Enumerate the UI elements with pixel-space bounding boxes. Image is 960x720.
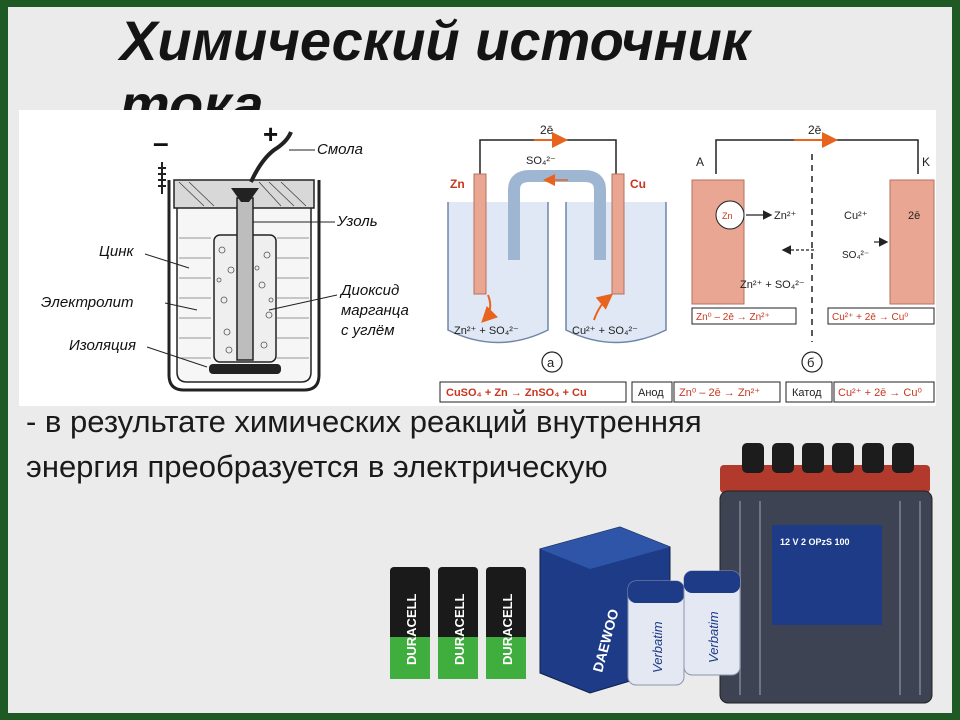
zn-ion-circle bbox=[715, 200, 745, 230]
label-b-circle bbox=[801, 351, 823, 373]
verbatim-text-2: Verbatim bbox=[706, 611, 721, 663]
electrons-b: 2ē bbox=[808, 123, 822, 137]
zn-ion-inner: Zn bbox=[722, 211, 733, 221]
duracell-cell-3 bbox=[486, 567, 526, 679]
sulfate-ion: SO₄²⁻ bbox=[842, 250, 869, 261]
label-dioxide-1: Диоксид bbox=[339, 282, 399, 299]
two-e-right: 2ē bbox=[908, 210, 920, 222]
zn-ion: Zn²⁺ bbox=[774, 210, 797, 222]
zn-label: Zn bbox=[450, 177, 465, 191]
rod-cap bbox=[231, 188, 259, 202]
body-line-1: - в результате химических реакций внутре… bbox=[26, 404, 702, 439]
batteries-photo: 12 V 2 OPzS 100 DURACELL DURACELL DURACE… bbox=[390, 443, 933, 704]
cu-label: Cu bbox=[630, 177, 646, 191]
verbatim-text-1: Verbatim bbox=[650, 621, 665, 673]
anode-eq: Zn⁰ – 2ē → Zn²⁺ bbox=[679, 387, 760, 399]
label-a-circle bbox=[541, 351, 563, 373]
cu-reaction: Cu²⁺ + SO₄²⁻ bbox=[572, 325, 638, 337]
anode-eq-box bbox=[691, 307, 797, 325]
battery-caps bbox=[742, 443, 914, 473]
battery-label-text: 12 V 2 OPzS 100 bbox=[780, 537, 850, 547]
label-b: б bbox=[807, 355, 814, 370]
cathode-label: Катод bbox=[792, 387, 822, 399]
cu-ion: Cu²⁺ bbox=[844, 210, 868, 222]
cathode-mark: K bbox=[922, 155, 930, 169]
slide: Химический источник тока bbox=[8, 7, 952, 713]
label-dioxide-3: с углём bbox=[341, 322, 394, 339]
label-a: а bbox=[547, 355, 555, 370]
wire-b bbox=[715, 139, 919, 174]
duracell-text-1: DURACELL bbox=[404, 593, 419, 665]
cell-can bbox=[167, 180, 321, 392]
dry-cell-svg: – + Смола Узоль Цинк Электролит Диоксид … bbox=[41, 119, 409, 392]
copper-electrode bbox=[611, 173, 625, 295]
anode-eq-box-text: Zn⁰ – 2ē → Zn²⁺ bbox=[696, 312, 770, 323]
duracell-text-3: DURACELL bbox=[500, 593, 515, 665]
electrons-a: 2ē bbox=[540, 123, 554, 137]
cathode-eq-box bbox=[827, 307, 935, 325]
cathode-eq-box-text: Cu²⁺ + 2ē → Cu⁰ bbox=[832, 312, 908, 323]
body-line-2: энергия преобразуется в электрическую bbox=[26, 449, 608, 484]
leader-lines bbox=[144, 149, 338, 368]
duracell-cell-2 bbox=[438, 567, 478, 679]
anode-mark: A bbox=[696, 155, 704, 169]
minus-terminal-wire bbox=[158, 162, 166, 194]
sulfate-bridge: SO₄²⁻ bbox=[526, 155, 556, 167]
middle-ions: Zn²⁺ + SO₄²⁻ bbox=[740, 279, 805, 291]
label-resin: Смола bbox=[317, 141, 363, 158]
duracell-cell-1 bbox=[390, 567, 430, 679]
beaker-left bbox=[447, 202, 549, 344]
duracell-text-2: DURACELL bbox=[452, 593, 467, 665]
anode-plate bbox=[691, 179, 745, 305]
verbatim-cell-2 bbox=[683, 570, 741, 676]
minus-terminal-label: – bbox=[153, 127, 169, 158]
overall-eq: CuSO₄ + Zn → ZnSO₄ + Cu bbox=[446, 387, 587, 399]
battery-blue-label bbox=[772, 525, 882, 625]
label-carbon: Узоль bbox=[336, 213, 378, 230]
label-zinc: Цинк bbox=[99, 243, 135, 260]
plus-terminal-label: + bbox=[263, 119, 278, 149]
overall-eq-box bbox=[439, 381, 627, 403]
slide-title: Химический источник тока bbox=[120, 9, 751, 136]
zinc-electrode bbox=[473, 173, 487, 295]
cathode-eq: Cu²⁺ + 2ē → Cu⁰ bbox=[838, 387, 922, 399]
insulation-bottom bbox=[209, 364, 281, 374]
electrolyte-lines bbox=[179, 237, 309, 359]
zn-reaction: Zn²⁺ + SO₄²⁻ bbox=[454, 325, 519, 337]
label-dioxide-2: марганца bbox=[341, 302, 409, 319]
label-electrolyte: Электролит bbox=[41, 294, 133, 311]
cathode-plate bbox=[889, 179, 935, 305]
galvanic-cell-diagram: 2ē SO₄²⁻ Zn Cu Zn²⁺ + SO₄²⁻ Cu²⁺ + SO₄²⁻… bbox=[434, 110, 936, 406]
carbon-rod bbox=[236, 197, 254, 361]
body-text: - в результате химических реакций внутре… bbox=[26, 399, 926, 489]
salt-bridge bbox=[508, 170, 606, 260]
plus-terminal-wire bbox=[249, 131, 293, 183]
dry-cell-diagram: – + Смола Узоль Цинк Электролит Диоксид … bbox=[19, 110, 434, 406]
galvanic-svg: 2ē SO₄²⁻ Zn Cu Zn²⁺ + SO₄²⁻ Cu²⁺ + SO₄²⁻… bbox=[439, 123, 935, 403]
label-insulation: Изоляция bbox=[69, 337, 136, 354]
anode-label: Анод bbox=[638, 387, 664, 399]
